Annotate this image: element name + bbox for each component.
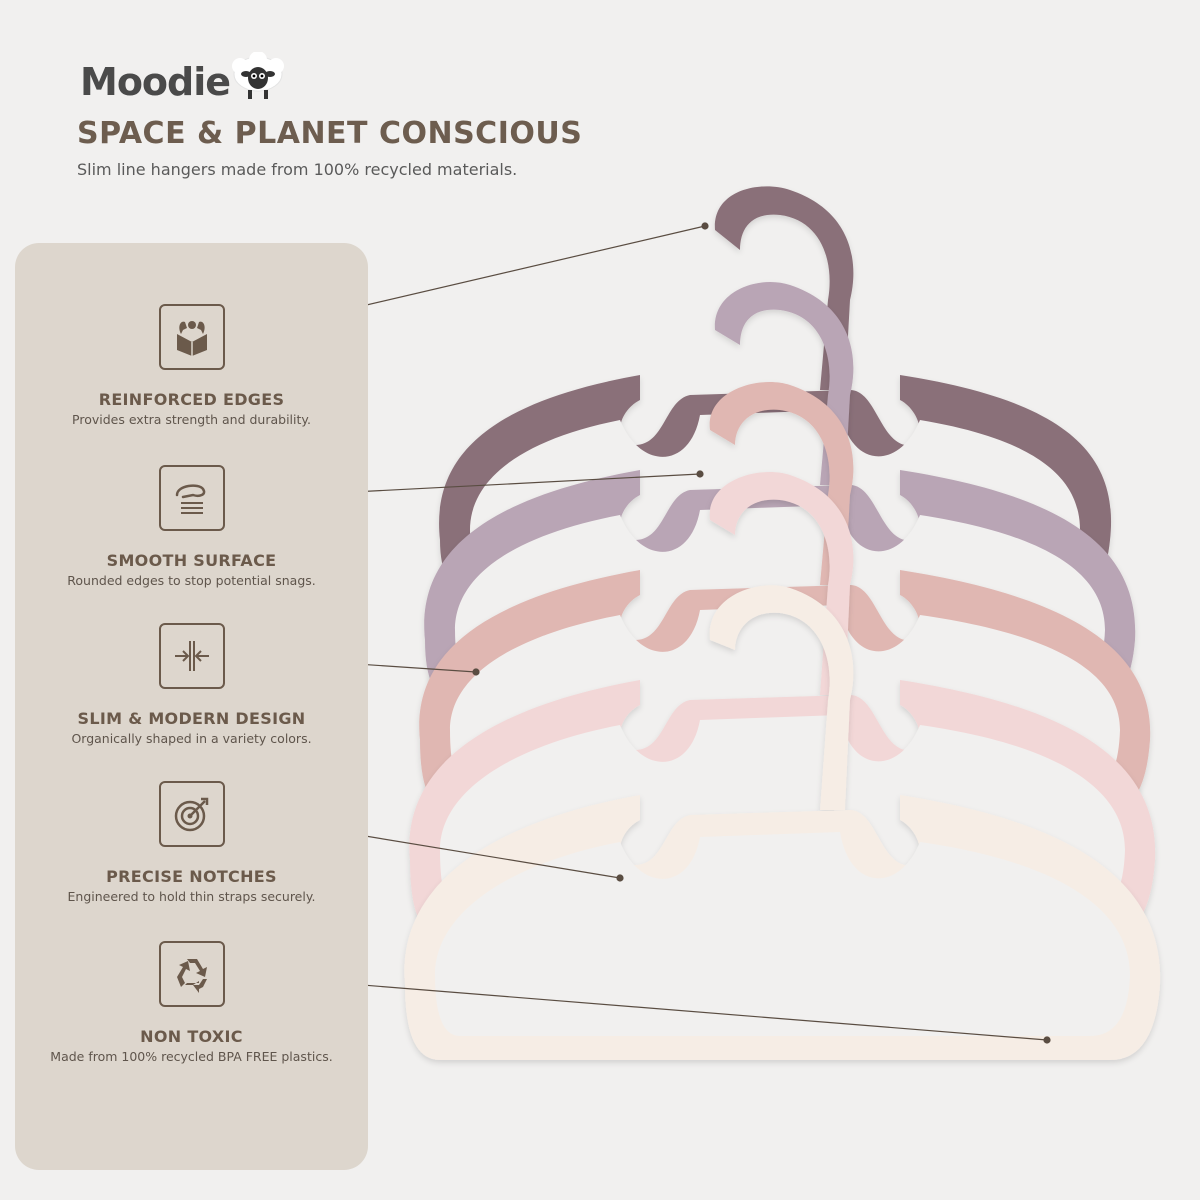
feature-non-toxic: NON TOXIC Made from 100% recycled BPA FR… — [15, 941, 368, 1064]
feature-title: PRECISE NOTCHES — [106, 867, 277, 886]
feature-precise-notches: PRECISE NOTCHES Engineered to hold thin … — [15, 781, 368, 904]
features-panel — [15, 243, 368, 1170]
page-title: SPACE & PLANET CONSCIOUS — [77, 116, 583, 151]
recycle-icon — [158, 941, 225, 1007]
feature-reinforced-edges: REINFORCED EDGES Provides extra strength… — [15, 304, 368, 427]
brand-logo: Moodie — [80, 52, 288, 104]
feature-smooth-surface: SMOOTH SURFACE Rounded edges to stop pot… — [15, 465, 368, 588]
hanger-cream — [404, 585, 1161, 1060]
slim-arrows-icon — [158, 623, 225, 689]
feature-description: Provides extra strength and durability. — [72, 412, 311, 427]
feature-description: Engineered to hold thin straps securely. — [67, 889, 316, 904]
smooth-surface-icon — [158, 465, 225, 531]
feature-description: Rounded edges to stop potential snags. — [67, 573, 316, 588]
feature-title: REINFORCED EDGES — [98, 390, 285, 409]
feature-title: NON TOXIC — [140, 1027, 243, 1046]
feature-description: Made from 100% recycled BPA FREE plastic… — [50, 1049, 333, 1064]
target-dart-icon — [158, 781, 225, 847]
page-subtitle: Slim line hangers made from 100% recycle… — [77, 160, 518, 179]
sheep-icon — [232, 52, 285, 99]
feature-title: SMOOTH SURFACE — [106, 551, 277, 570]
feature-description: Organically shaped in a variety colors. — [71, 731, 312, 746]
feature-title: SLIM & MODERN DESIGN — [77, 709, 306, 728]
brand-name: Moodie — [80, 60, 231, 104]
shield-arms-icon — [158, 304, 225, 370]
feature-slim-modern-design: SLIM & MODERN DESIGN Organically shaped … — [15, 623, 368, 746]
